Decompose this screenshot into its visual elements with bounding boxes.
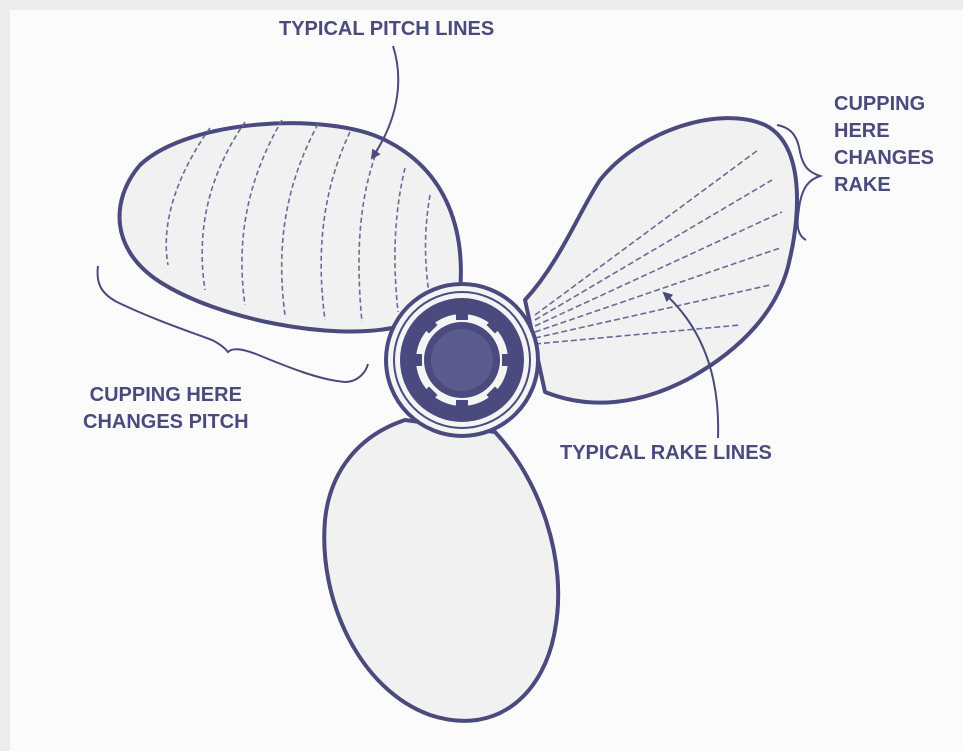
cupping-changes-pitch-label: CUPPING HERE CHANGES PITCH xyxy=(83,382,249,436)
right-blade xyxy=(525,118,797,403)
cupping-changes-rake-label: CUPPING HERE CHANGES RAKE xyxy=(834,91,934,199)
typical-rake-lines-label: TYPICAL RAKE LINES xyxy=(560,440,772,467)
typical-pitch-lines-label: TYPICAL PITCH LINES xyxy=(279,16,494,43)
upper-left-blade xyxy=(120,120,461,331)
propeller-hub xyxy=(386,284,538,436)
bottom-blade xyxy=(324,420,558,721)
